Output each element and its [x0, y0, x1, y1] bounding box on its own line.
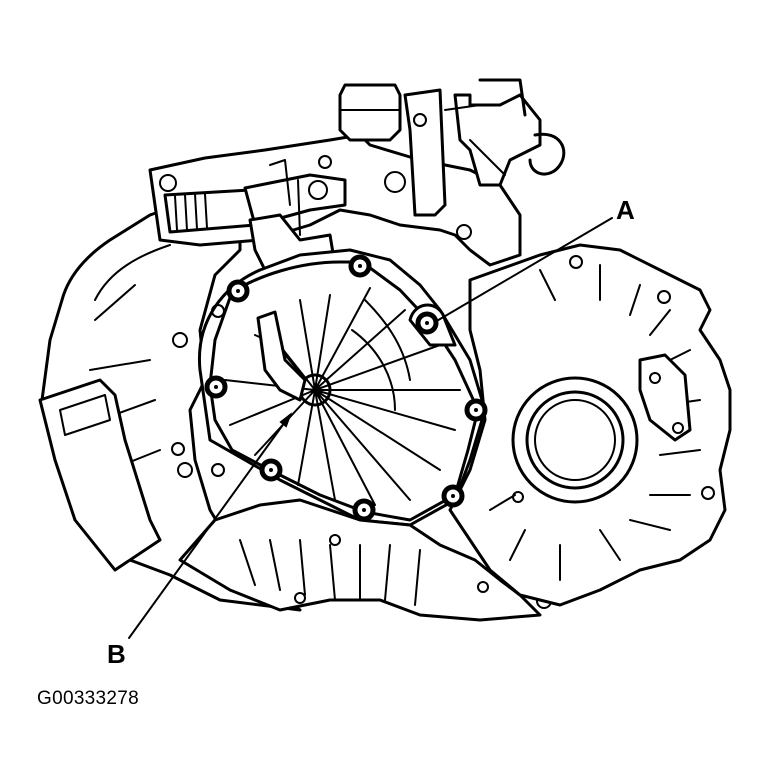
end-cover	[208, 260, 480, 522]
bolt	[352, 498, 376, 522]
mounting-bracket	[38, 378, 162, 572]
cover-bolts	[204, 254, 488, 522]
callout-leader-a	[434, 217, 613, 323]
bolt	[204, 375, 228, 399]
bolt-b	[259, 458, 283, 482]
bolt	[226, 279, 250, 303]
arrow-head-b	[279, 412, 293, 428]
bolt	[348, 254, 372, 278]
callout-leader-b	[128, 414, 291, 639]
shift-tower	[338, 78, 566, 217]
figure-id: G00333278	[37, 688, 140, 709]
differential-housing	[448, 243, 732, 607]
bolt-a	[415, 311, 439, 335]
callout-label-b: B	[107, 639, 126, 669]
bolt	[464, 398, 488, 422]
slave-cylinder	[163, 159, 347, 277]
callout-label-a: A	[616, 195, 635, 225]
bolt	[441, 484, 465, 508]
